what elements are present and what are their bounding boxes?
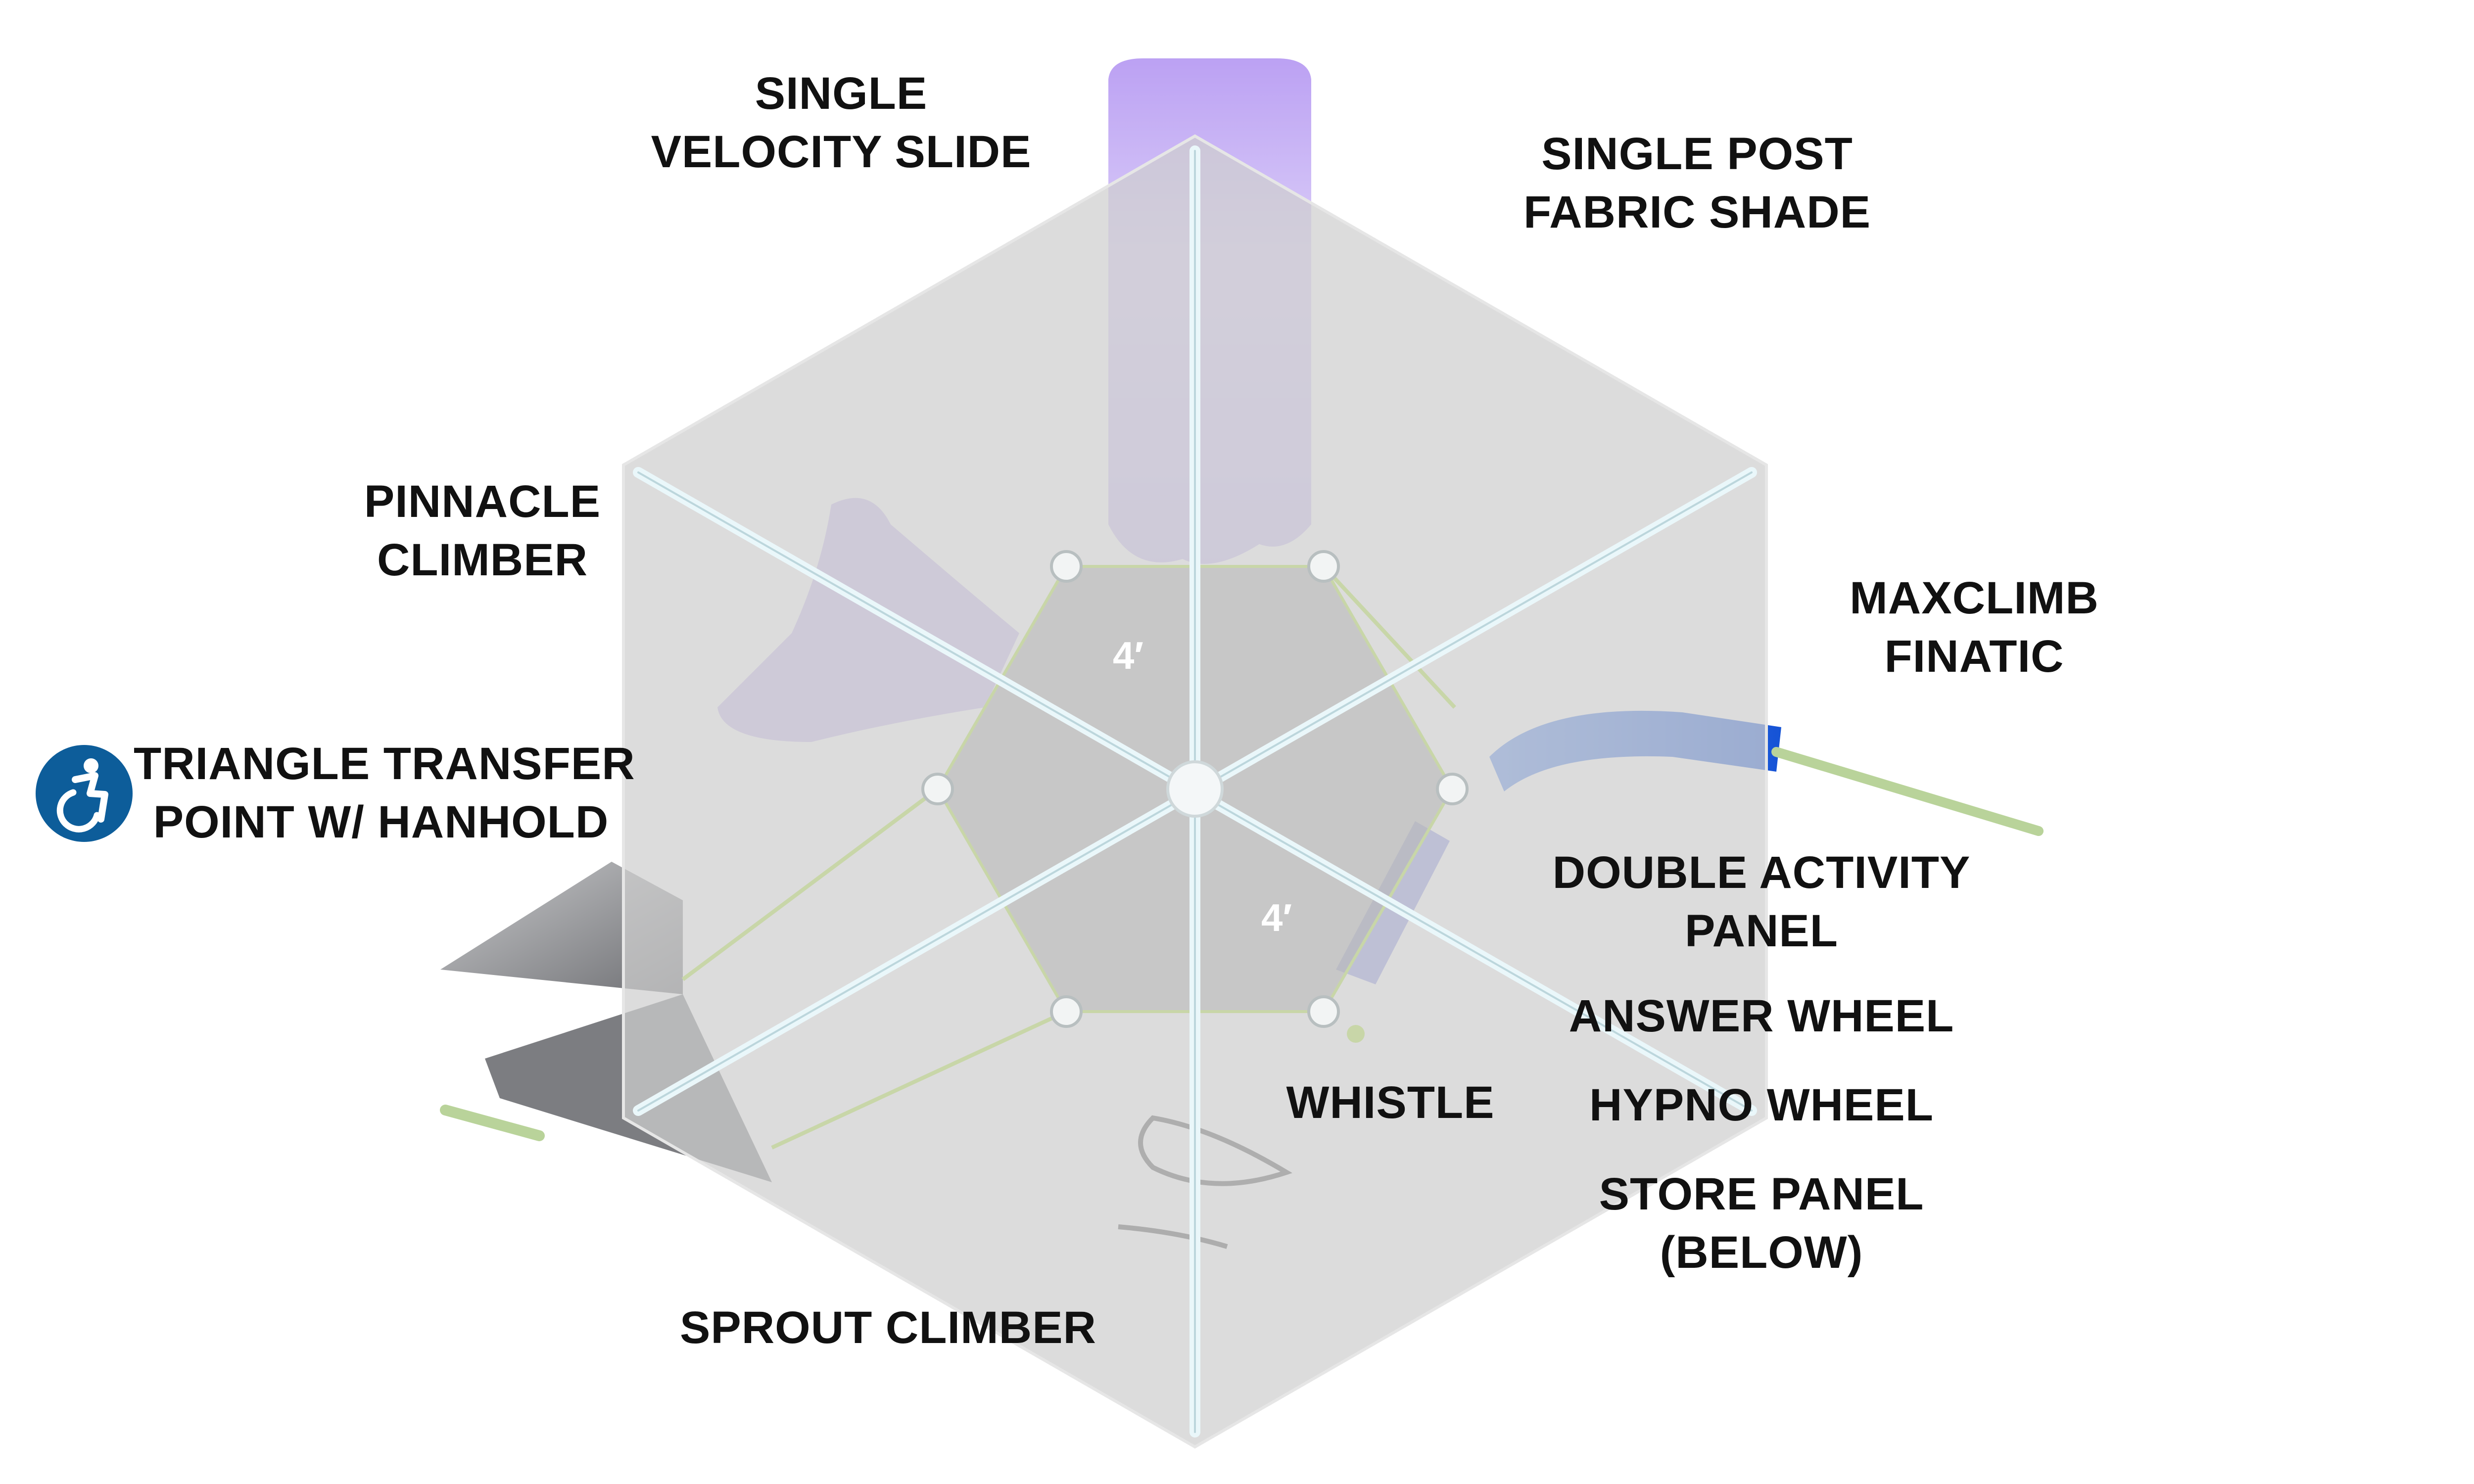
label-store-panel: STORE PANEL(BELOW) bbox=[1599, 1169, 1924, 1278]
deck-height-upper: 4′ bbox=[1112, 634, 1144, 677]
sprout-climber bbox=[1118, 1115, 1292, 1249]
deck-height-lower: 4′ bbox=[1261, 896, 1292, 939]
whistle bbox=[1347, 1025, 1365, 1043]
deck-post-clamps bbox=[921, 550, 1469, 1028]
label-whistle: WHISTLE bbox=[1286, 1077, 1495, 1128]
label-hypno-wheel: HYPNO WHEEL bbox=[1589, 1080, 1934, 1130]
center-post-cap bbox=[1166, 760, 1224, 818]
label-answer-wheel: ANSWER WHEEL bbox=[1569, 991, 1954, 1041]
wheelchair-accessibility-icon bbox=[36, 745, 133, 842]
label-sprout-climber: SPROUT CLIMBER bbox=[680, 1302, 1096, 1353]
support-cables bbox=[681, 565, 1456, 1150]
